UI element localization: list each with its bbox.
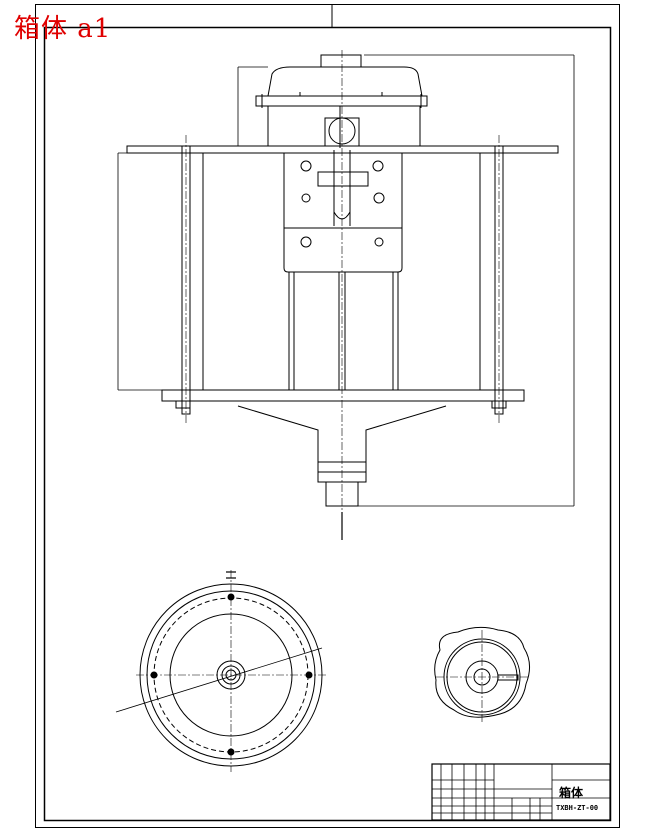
dimension-lines xyxy=(117,54,575,540)
side-view xyxy=(434,626,530,722)
coupling xyxy=(317,117,369,226)
title-block-drawing-code: TXBH-ZT-00 xyxy=(556,804,599,812)
top-plate xyxy=(126,145,559,154)
title-block-name: 箱体 xyxy=(559,786,584,800)
sheet-frame xyxy=(35,4,620,828)
tie-rods xyxy=(181,145,504,415)
front-view xyxy=(117,50,575,540)
gearbox-housing xyxy=(255,54,428,148)
plan-view xyxy=(115,570,326,772)
centerlines xyxy=(185,50,500,512)
drawing-corner-title: 箱体 a1 xyxy=(14,14,112,44)
title-block-grid xyxy=(431,763,611,821)
base-and-hopper xyxy=(161,389,525,507)
bracket-plate xyxy=(283,153,403,273)
